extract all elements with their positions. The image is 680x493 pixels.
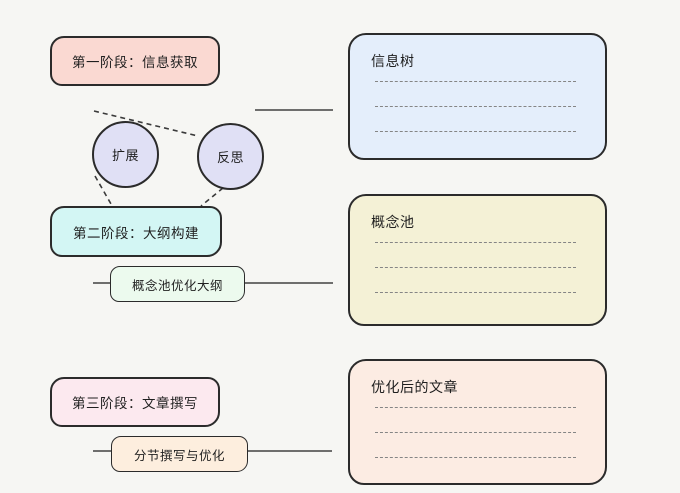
placeholder-line bbox=[375, 457, 576, 458]
reflect-label: 反思 bbox=[216, 150, 244, 165]
reflect-circle: 反思 bbox=[197, 123, 264, 190]
info-tree-title: 信息树 bbox=[371, 53, 415, 69]
stage2-label: 第二阶段：大纲构建 bbox=[73, 225, 199, 241]
placeholder-line bbox=[375, 267, 576, 268]
optimized-article-panel: 优化后的文章 bbox=[348, 359, 607, 485]
placeholder-line bbox=[375, 407, 576, 408]
concept-pool-panel: 概念池 bbox=[348, 194, 607, 326]
placeholder-line bbox=[375, 292, 576, 293]
placeholder-line bbox=[375, 242, 576, 243]
stage3-box: 第三阶段：文章撰写 bbox=[50, 377, 220, 427]
dashed-link-reflect-stage2 bbox=[200, 187, 224, 207]
info-tree-panel: 信息树 bbox=[348, 33, 607, 160]
stage1-label: 第一阶段：信息获取 bbox=[72, 55, 198, 70]
stage2-box: 第二阶段：大纲构建 bbox=[50, 206, 222, 257]
section-writing-optimize-label: 分节撰写与优化 bbox=[133, 448, 225, 463]
expand-label: 扩展 bbox=[111, 148, 139, 163]
stage1-box: 第一阶段：信息获取 bbox=[50, 36, 220, 86]
expand-circle: 扩展 bbox=[92, 121, 159, 188]
placeholder-line bbox=[375, 131, 576, 132]
placeholder-line bbox=[375, 106, 576, 107]
placeholder-line bbox=[375, 81, 576, 82]
concept-pool-optimize-outline-label: 概念池优化大纲 bbox=[131, 278, 223, 293]
placeholder-line bbox=[375, 432, 576, 433]
concept-pool-title: 概念池 bbox=[371, 214, 415, 230]
stage3-label: 第三阶段：文章撰写 bbox=[72, 396, 198, 411]
section-writing-optimize-box: 分节撰写与优化 bbox=[111, 436, 248, 472]
concept-pool-optimize-outline-box: 概念池优化大纲 bbox=[110, 266, 245, 302]
optimized-article-title: 优化后的文章 bbox=[371, 379, 458, 395]
